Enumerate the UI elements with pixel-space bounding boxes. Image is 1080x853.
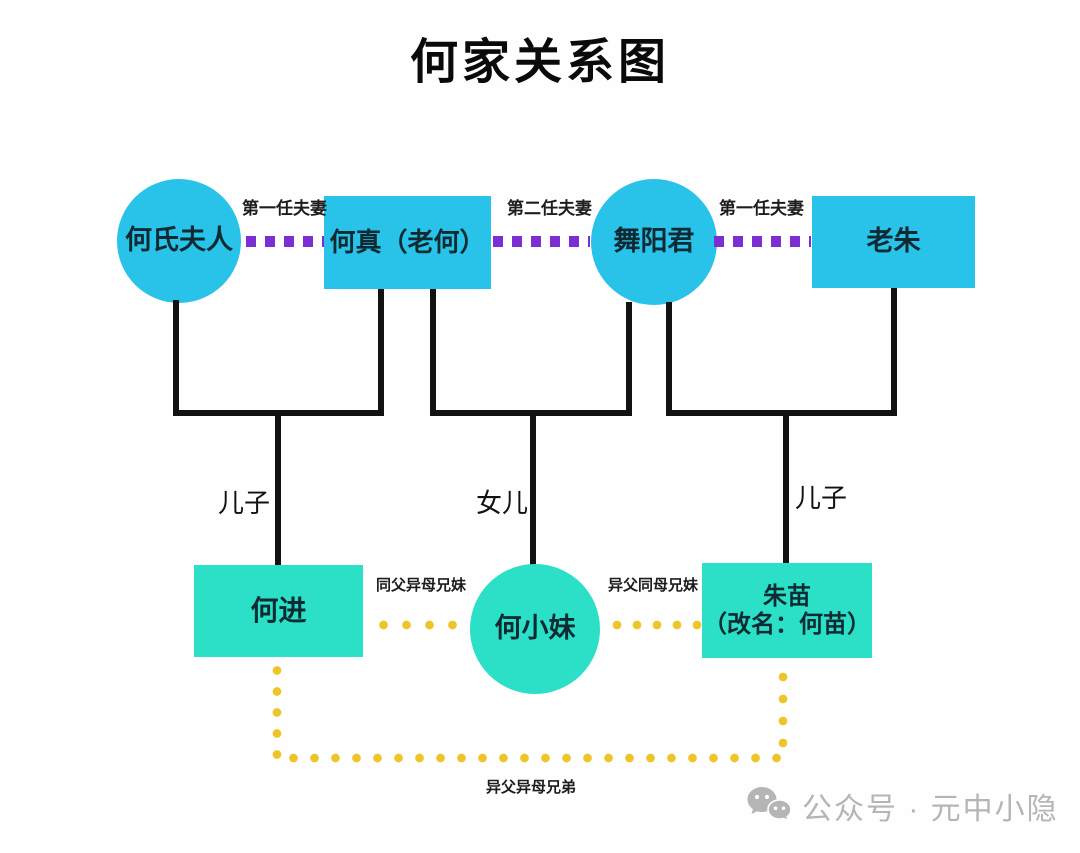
- connector-line: [666, 302, 672, 416]
- node-label: 何氏夫人: [125, 225, 233, 256]
- marriage-label-1: 第一任夫妻: [242, 199, 327, 218]
- page-title: 何家关系图: [409, 36, 670, 89]
- node-label: 舞阳君: [613, 226, 695, 257]
- node-he-shi-furen: 何氏夫人: [117, 179, 241, 303]
- connector-line: [430, 289, 436, 416]
- marriage-label-2: 第二任夫妻: [507, 199, 592, 218]
- wechat-icon: [746, 785, 792, 827]
- node-label: 何小妹: [494, 613, 576, 644]
- node-label: 何真（老何）: [329, 226, 486, 257]
- marriage-line-2: [493, 236, 590, 247]
- sibling-line-zhumiao-down: [778, 666, 788, 756]
- marriage-line-1: [246, 236, 324, 247]
- sibling-line-hexiaomei-zhumiao: [607, 620, 707, 630]
- child-label-son-2: 儿子: [795, 483, 848, 513]
- connector-line: [891, 288, 897, 416]
- connector-line: [666, 410, 897, 416]
- watermark: 公众号 · 元中小隐: [746, 784, 1059, 828]
- node-sublabel: （改名：何苗）: [703, 610, 871, 638]
- node-he-xiaomei: 何小妹: [470, 564, 600, 694]
- sibling-line-hejin-down: [272, 660, 282, 760]
- connector-line: [378, 289, 384, 416]
- sibling-line-hejin-hexiaomei: [372, 620, 464, 630]
- node-lao-zhu: 老朱: [812, 196, 975, 288]
- child-label-daughter: 女儿: [476, 488, 529, 518]
- sibling-label-2: 异父同母兄妹: [608, 577, 699, 594]
- sibling-line-bottom: [283, 753, 788, 763]
- node-label: 朱苗: [763, 582, 811, 610]
- watermark-text: 公众号 · 元中小隐: [802, 793, 1059, 826]
- node-label: 何进: [250, 594, 307, 626]
- sibling-label-1: 同父异母兄妹: [376, 577, 467, 594]
- node-wuyangjun: 舞阳君: [591, 179, 717, 305]
- connector-line: [530, 410, 536, 565]
- child-label-son-1: 儿子: [218, 488, 271, 518]
- connector-line: [173, 300, 179, 416]
- node-he-jin: 何进: [194, 565, 363, 657]
- node-he-zhen: 何真（老何）: [324, 196, 491, 289]
- connector-line: [626, 302, 632, 416]
- connector-line: [275, 410, 281, 565]
- marriage-line-3: [714, 236, 811, 247]
- node-zhu-miao: 朱苗 （改名：何苗）: [702, 563, 872, 658]
- connector-line: [783, 410, 789, 563]
- marriage-label-3: 第一任夫妻: [719, 199, 804, 218]
- node-label: 老朱: [866, 226, 921, 257]
- sibling-label-3: 异父异母兄弟: [486, 779, 577, 796]
